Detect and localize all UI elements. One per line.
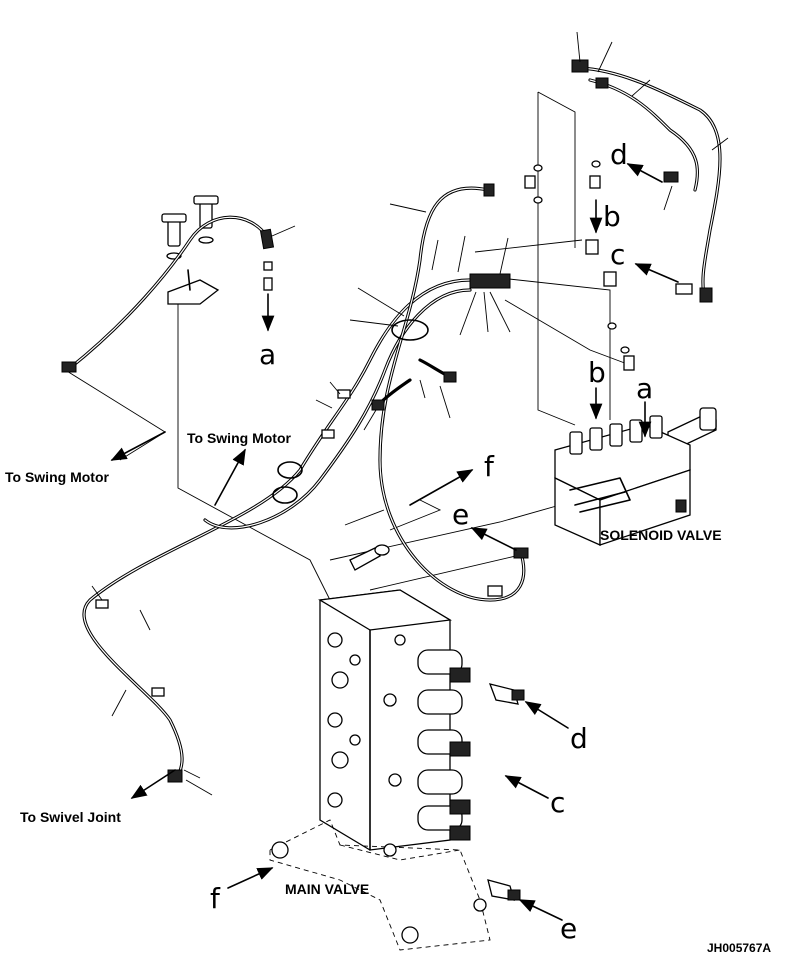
letter-e-upper: e: [452, 498, 469, 531]
main-valve-ports: [327, 632, 406, 808]
main-valve-assembly: [269, 589, 525, 951]
letter-c-main: c: [550, 786, 565, 819]
main-valve-spools: [417, 649, 471, 841]
letter-f-upper: f: [484, 450, 495, 483]
label-to-swing-motor-left: To Swing Motor: [5, 469, 109, 485]
mounting-bracket: [161, 195, 220, 305]
callout-leaders: [91, 31, 729, 796]
pressure-sensors: [487, 683, 525, 901]
connection-letters: a a b b c c d d e e f f: [210, 138, 653, 945]
solenoid-valve-assembly: [554, 415, 691, 547]
label-to-swing-motor-center: To Swing Motor: [187, 430, 291, 446]
letter-e-main: e: [560, 912, 577, 945]
letter-c-upper: c: [610, 238, 625, 271]
letter-d-upper: d: [610, 138, 628, 171]
label-main-valve: MAIN VALVE: [285, 881, 369, 897]
main-valve-frame: [269, 819, 491, 951]
fittings: [61, 59, 713, 783]
reference-lines: [61, 91, 631, 601]
letter-f-main: f: [210, 882, 221, 915]
letter-b-solenoid: b: [588, 356, 606, 389]
drawing-id: JH005767A: [707, 941, 771, 955]
text-labels: To Swing Motor To Swing Motor To Swivel …: [5, 430, 771, 955]
arrows: [110, 163, 679, 921]
letter-a-upper: a: [259, 338, 276, 371]
label-solenoid-valve: SOLENOID VALVE: [600, 527, 722, 543]
main-valve-bolt: [349, 544, 390, 571]
letter-a-solenoid: a: [636, 372, 653, 405]
letter-d-main: d: [570, 722, 588, 755]
letter-b-upper: b: [603, 200, 621, 233]
hose-clamps: [95, 319, 503, 697]
label-to-swivel-joint: To Swivel Joint: [20, 809, 121, 825]
